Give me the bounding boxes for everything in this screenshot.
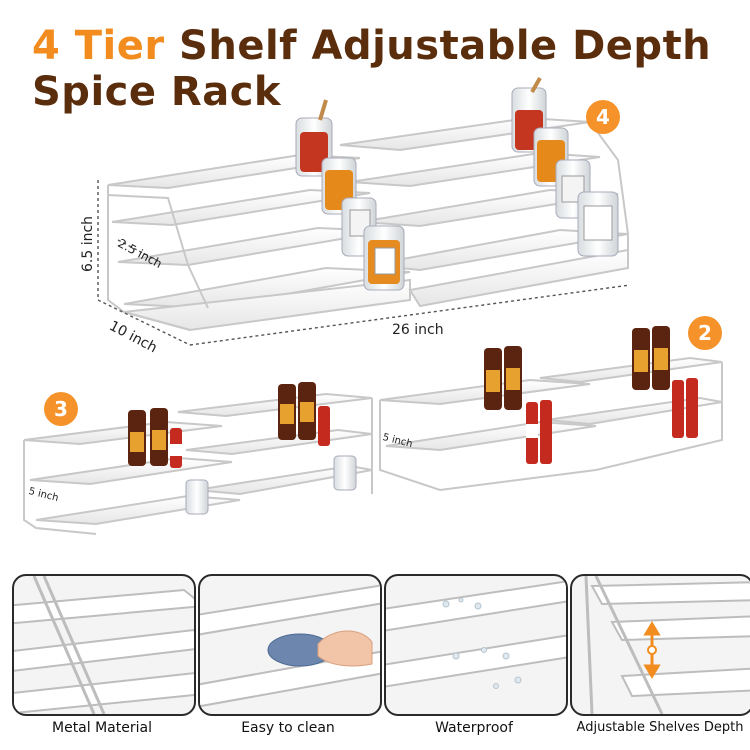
feature-caption-metal: Metal Material xyxy=(52,720,152,736)
feature-panel-metal xyxy=(12,574,196,716)
water-droplets-icon xyxy=(386,580,566,689)
page-title-line1: 4 Tier Shelf Adjustable Depth xyxy=(32,24,711,68)
bottles-3 xyxy=(128,382,357,515)
feature-caption-adjustable: Adjustable Shelves Depth xyxy=(576,720,744,735)
title-accent: 4 Tier xyxy=(32,23,165,69)
bottles-2 xyxy=(484,326,698,464)
badge-three: 3 xyxy=(44,392,78,426)
rack-illustration xyxy=(23,77,723,535)
feature-panel-adjustable xyxy=(570,574,750,716)
page-title-line2: Spice Rack xyxy=(32,69,282,115)
badge-two: 2 xyxy=(688,316,722,350)
cleaning-cloth-icon xyxy=(200,584,380,708)
badge-four: 4 xyxy=(586,100,620,134)
dim-height: 6.5 inch xyxy=(80,215,96,272)
adjust-arrows-icon xyxy=(584,576,750,714)
feature-panel-waterproof xyxy=(384,574,568,716)
four-tier-rack xyxy=(107,116,629,332)
feature-panel-clean xyxy=(198,574,382,716)
spice-jars-left xyxy=(295,99,405,291)
feature-caption-clean: Easy to clean xyxy=(241,720,335,736)
dimension-lines xyxy=(97,180,631,346)
spice-jars-right xyxy=(511,77,619,257)
title-rest: Shelf Adjustable Depth xyxy=(179,23,712,69)
feature-caption-waterproof: Waterproof xyxy=(435,720,513,736)
dim-width: 26 inch xyxy=(392,322,444,338)
metal-shelf-icon xyxy=(14,576,194,714)
